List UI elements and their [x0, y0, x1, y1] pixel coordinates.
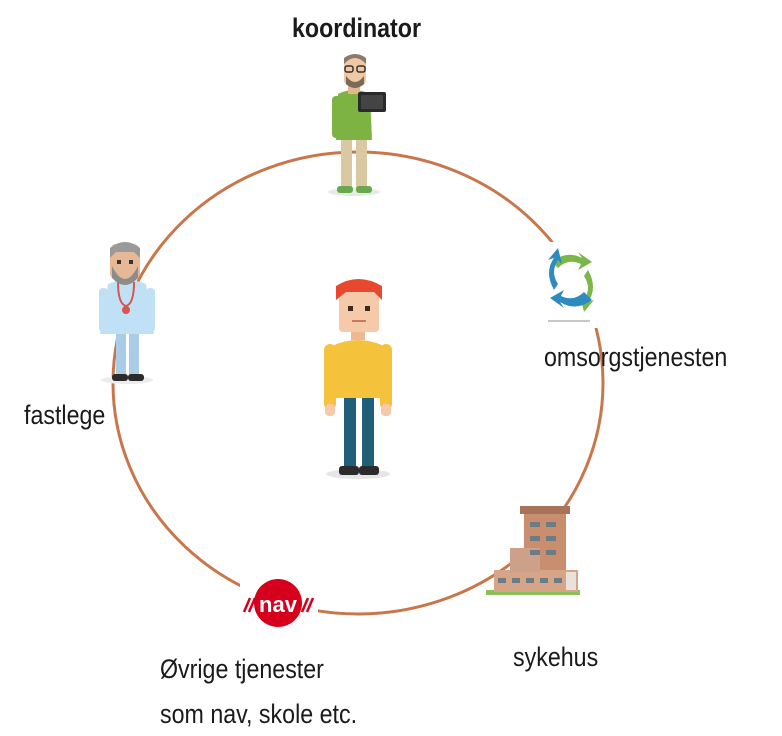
doctor-icon	[99, 242, 155, 384]
coordinator-with-tablet-icon	[328, 54, 386, 196]
label-fastlege: fastlege	[24, 400, 106, 430]
label-sykehus: sykehus	[513, 642, 599, 672]
nav-logo-icon: nav	[240, 577, 318, 627]
center-person-icon	[324, 279, 392, 479]
nav-logo-text: nav	[259, 592, 298, 617]
care-services-arrows-icon	[520, 242, 620, 328]
hospital-building-icon	[486, 506, 580, 595]
label-ovrige-line-1: Øvrige tjenester	[160, 654, 324, 684]
label-koordinator: koordinator	[292, 13, 422, 43]
label-omsorgstjenesten: omsorgstjenesten	[544, 342, 728, 372]
label-ovrige-line-2: som nav, skole etc.	[160, 699, 358, 729]
